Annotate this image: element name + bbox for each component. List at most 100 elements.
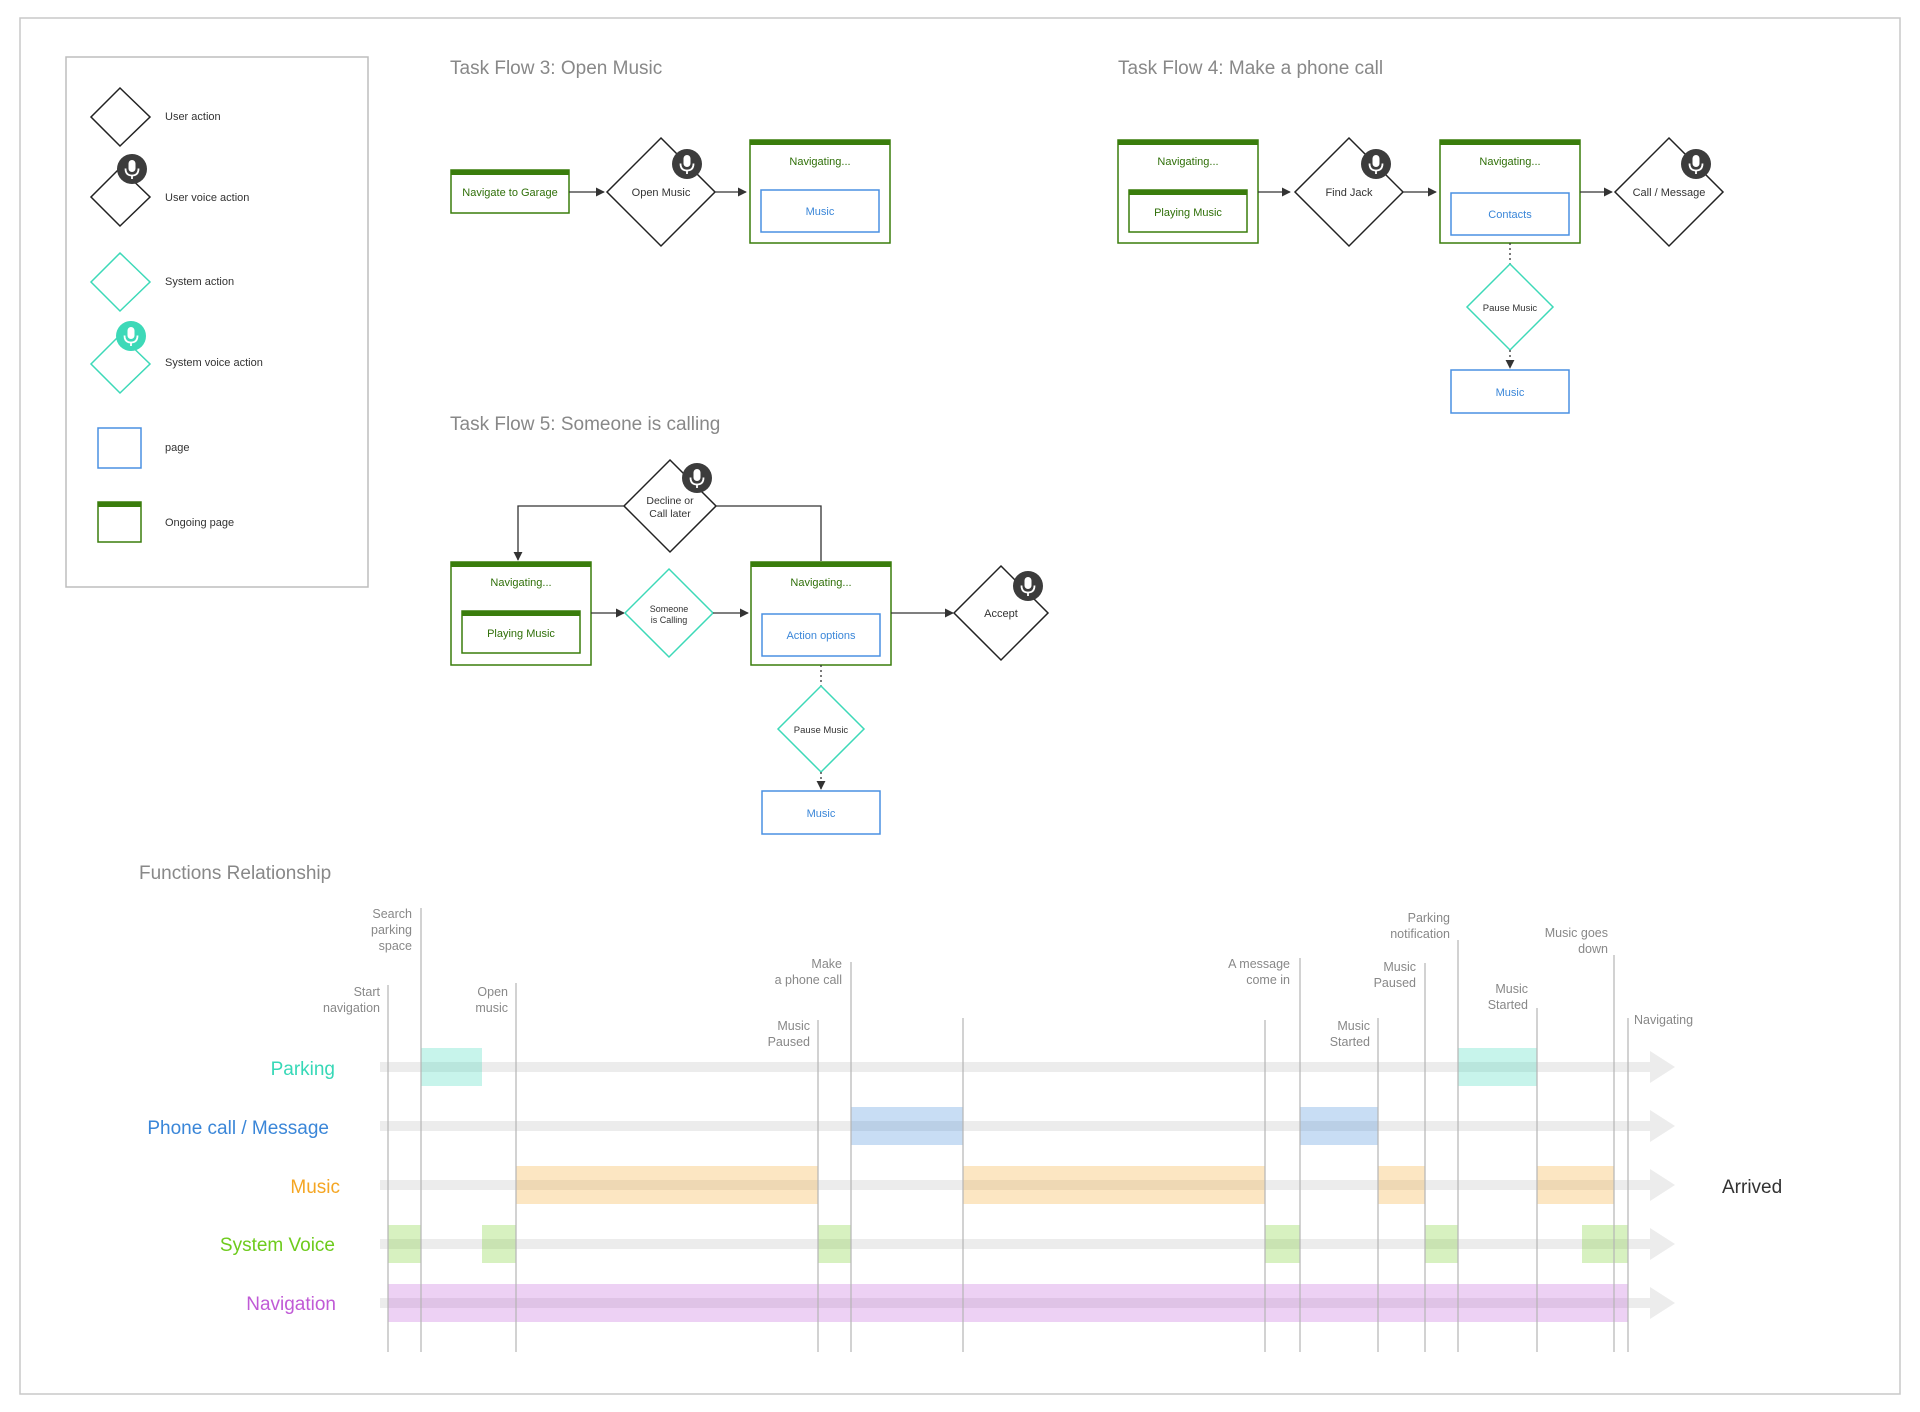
- flow4-find-label: Find Jack: [1325, 187, 1373, 199]
- track-parking: [380, 1062, 1650, 1072]
- flow4-contacts-page: [1450, 192, 1570, 236]
- segment-parking: [421, 1048, 482, 1086]
- ongoing-bar: [750, 140, 890, 145]
- flow4-music-label: Music: [1496, 387, 1525, 399]
- segment-music: [516, 1166, 818, 1204]
- legend-system-action-label: System action: [165, 276, 234, 288]
- row-label-system-voice: System Voice: [220, 1235, 335, 1256]
- flow5-accept-label: Accept: [984, 608, 1018, 620]
- legend-system-voice-action-icon: [89, 321, 152, 395]
- flow5-music-label: Music: [807, 808, 836, 820]
- ongoing-bar: [1118, 140, 1258, 145]
- track-arrowhead-music: [1650, 1169, 1675, 1201]
- flow5-calling-label-1: Someone: [650, 604, 689, 614]
- legend-page-label: page: [165, 442, 189, 454]
- flow4-page1-inner-label: Playing Music: [1154, 207, 1222, 219]
- track-arrowhead-navigation: [1650, 1287, 1675, 1319]
- segment-music: [1378, 1166, 1425, 1204]
- legend-panel: User action User voice action System act…: [65, 56, 369, 588]
- segment-navigation: [388, 1284, 1628, 1322]
- segment-music: [963, 1166, 1265, 1204]
- event-lines: [387, 908, 1629, 1352]
- ongoing-bar: [451, 170, 569, 175]
- segment-voice: [482, 1225, 516, 1263]
- flow5-title: Task Flow 5: Someone is calling: [450, 414, 720, 435]
- track-navigation: [380, 1298, 1650, 1308]
- ongoing-bar: [751, 562, 891, 567]
- lane-tracks: [380, 1051, 1675, 1319]
- legend-system-voice-action-label: System voice action: [165, 357, 263, 369]
- flow3-inner-label: Music: [806, 206, 835, 218]
- flow5-music-page: [761, 790, 881, 835]
- ongoing-bar: [451, 562, 591, 567]
- flow5-action-options-page: [761, 613, 881, 657]
- flow5-pause-label: Pause Music: [794, 725, 849, 736]
- outer-frame: [19, 17, 1901, 1395]
- ongoing-bar: [1440, 140, 1580, 145]
- segment-music: [1537, 1166, 1614, 1204]
- flow5-page1-inner: [461, 610, 581, 654]
- arrived-label: Arrived: [1722, 1177, 1782, 1198]
- flow3-inner-page: [760, 189, 880, 233]
- legend-system-action-icon: [89, 251, 152, 313]
- segment-phone: [1300, 1107, 1378, 1145]
- task-flow-4: Task Flow 4: Make a phone call Navigatin…: [1117, 58, 1725, 414]
- ongoing-bar: [1129, 190, 1247, 195]
- flow5-decline-label-1: Decline or: [646, 495, 694, 507]
- flow4-page1-title: Navigating...: [1157, 156, 1218, 168]
- row-label-parking: Parking: [271, 1059, 335, 1080]
- flow5-calling-diamond: [623, 567, 715, 659]
- flow3-page-title: Navigating...: [789, 156, 850, 168]
- legend-ongoing-page-label: Ongoing page: [165, 517, 234, 529]
- task-flow-5: Task Flow 5: Someone is calling Decline …: [450, 414, 1050, 835]
- flow4-pause-label: Pause Music: [1483, 303, 1538, 314]
- event-label: Navigating: [1634, 1013, 1693, 1027]
- track-arrowhead-voice: [1650, 1228, 1675, 1260]
- flow4-call-label: Call / Message: [1633, 187, 1706, 199]
- segment-phone: [851, 1107, 963, 1145]
- flow5-action-options-label: Action options: [786, 630, 856, 642]
- segment-parking: [1458, 1048, 1537, 1086]
- legend-user-action-icon: [89, 86, 152, 148]
- flow5-page1-title: Navigating...: [490, 577, 551, 589]
- relationship-title: Functions Relationship: [139, 863, 331, 884]
- flow3-start-page: [450, 169, 570, 214]
- legend-ongoing-page-icon: [97, 501, 142, 543]
- task-flow-3: Task Flow 3: Open Music Navigate to Gara…: [450, 58, 891, 248]
- track-voice: [380, 1239, 1650, 1249]
- segment-voice: [1582, 1225, 1628, 1263]
- flow4-music-page: [1450, 369, 1570, 414]
- flow5-decline-connector-right: [716, 505, 822, 561]
- flow3-title: Task Flow 3: Open Music: [450, 58, 662, 79]
- flow3-action-label: Open Music: [632, 187, 691, 199]
- flow5-page2-title: Navigating...: [790, 577, 851, 589]
- track-arrowhead-phone: [1650, 1110, 1675, 1142]
- track-music: [380, 1180, 1650, 1190]
- track-phone: [380, 1121, 1650, 1131]
- track-arrowhead-parking: [1650, 1051, 1675, 1083]
- legend-user-voice-action-icon: [89, 154, 152, 228]
- legend-user-voice-action-label: User voice action: [165, 192, 249, 204]
- flow4-contacts-label: Contacts: [1488, 209, 1532, 221]
- row-label-music: Music: [290, 1177, 340, 1198]
- legend-user-action-label: User action: [165, 111, 221, 123]
- flow5-decline-connector-left: [513, 505, 624, 561]
- lane-segments: [388, 1048, 1628, 1322]
- ongoing-bar: [462, 611, 580, 616]
- flow3-start-label: Navigate to Garage: [462, 187, 557, 199]
- flow5-calling-label-2: is Calling: [651, 615, 688, 625]
- segment-voice: [388, 1225, 421, 1263]
